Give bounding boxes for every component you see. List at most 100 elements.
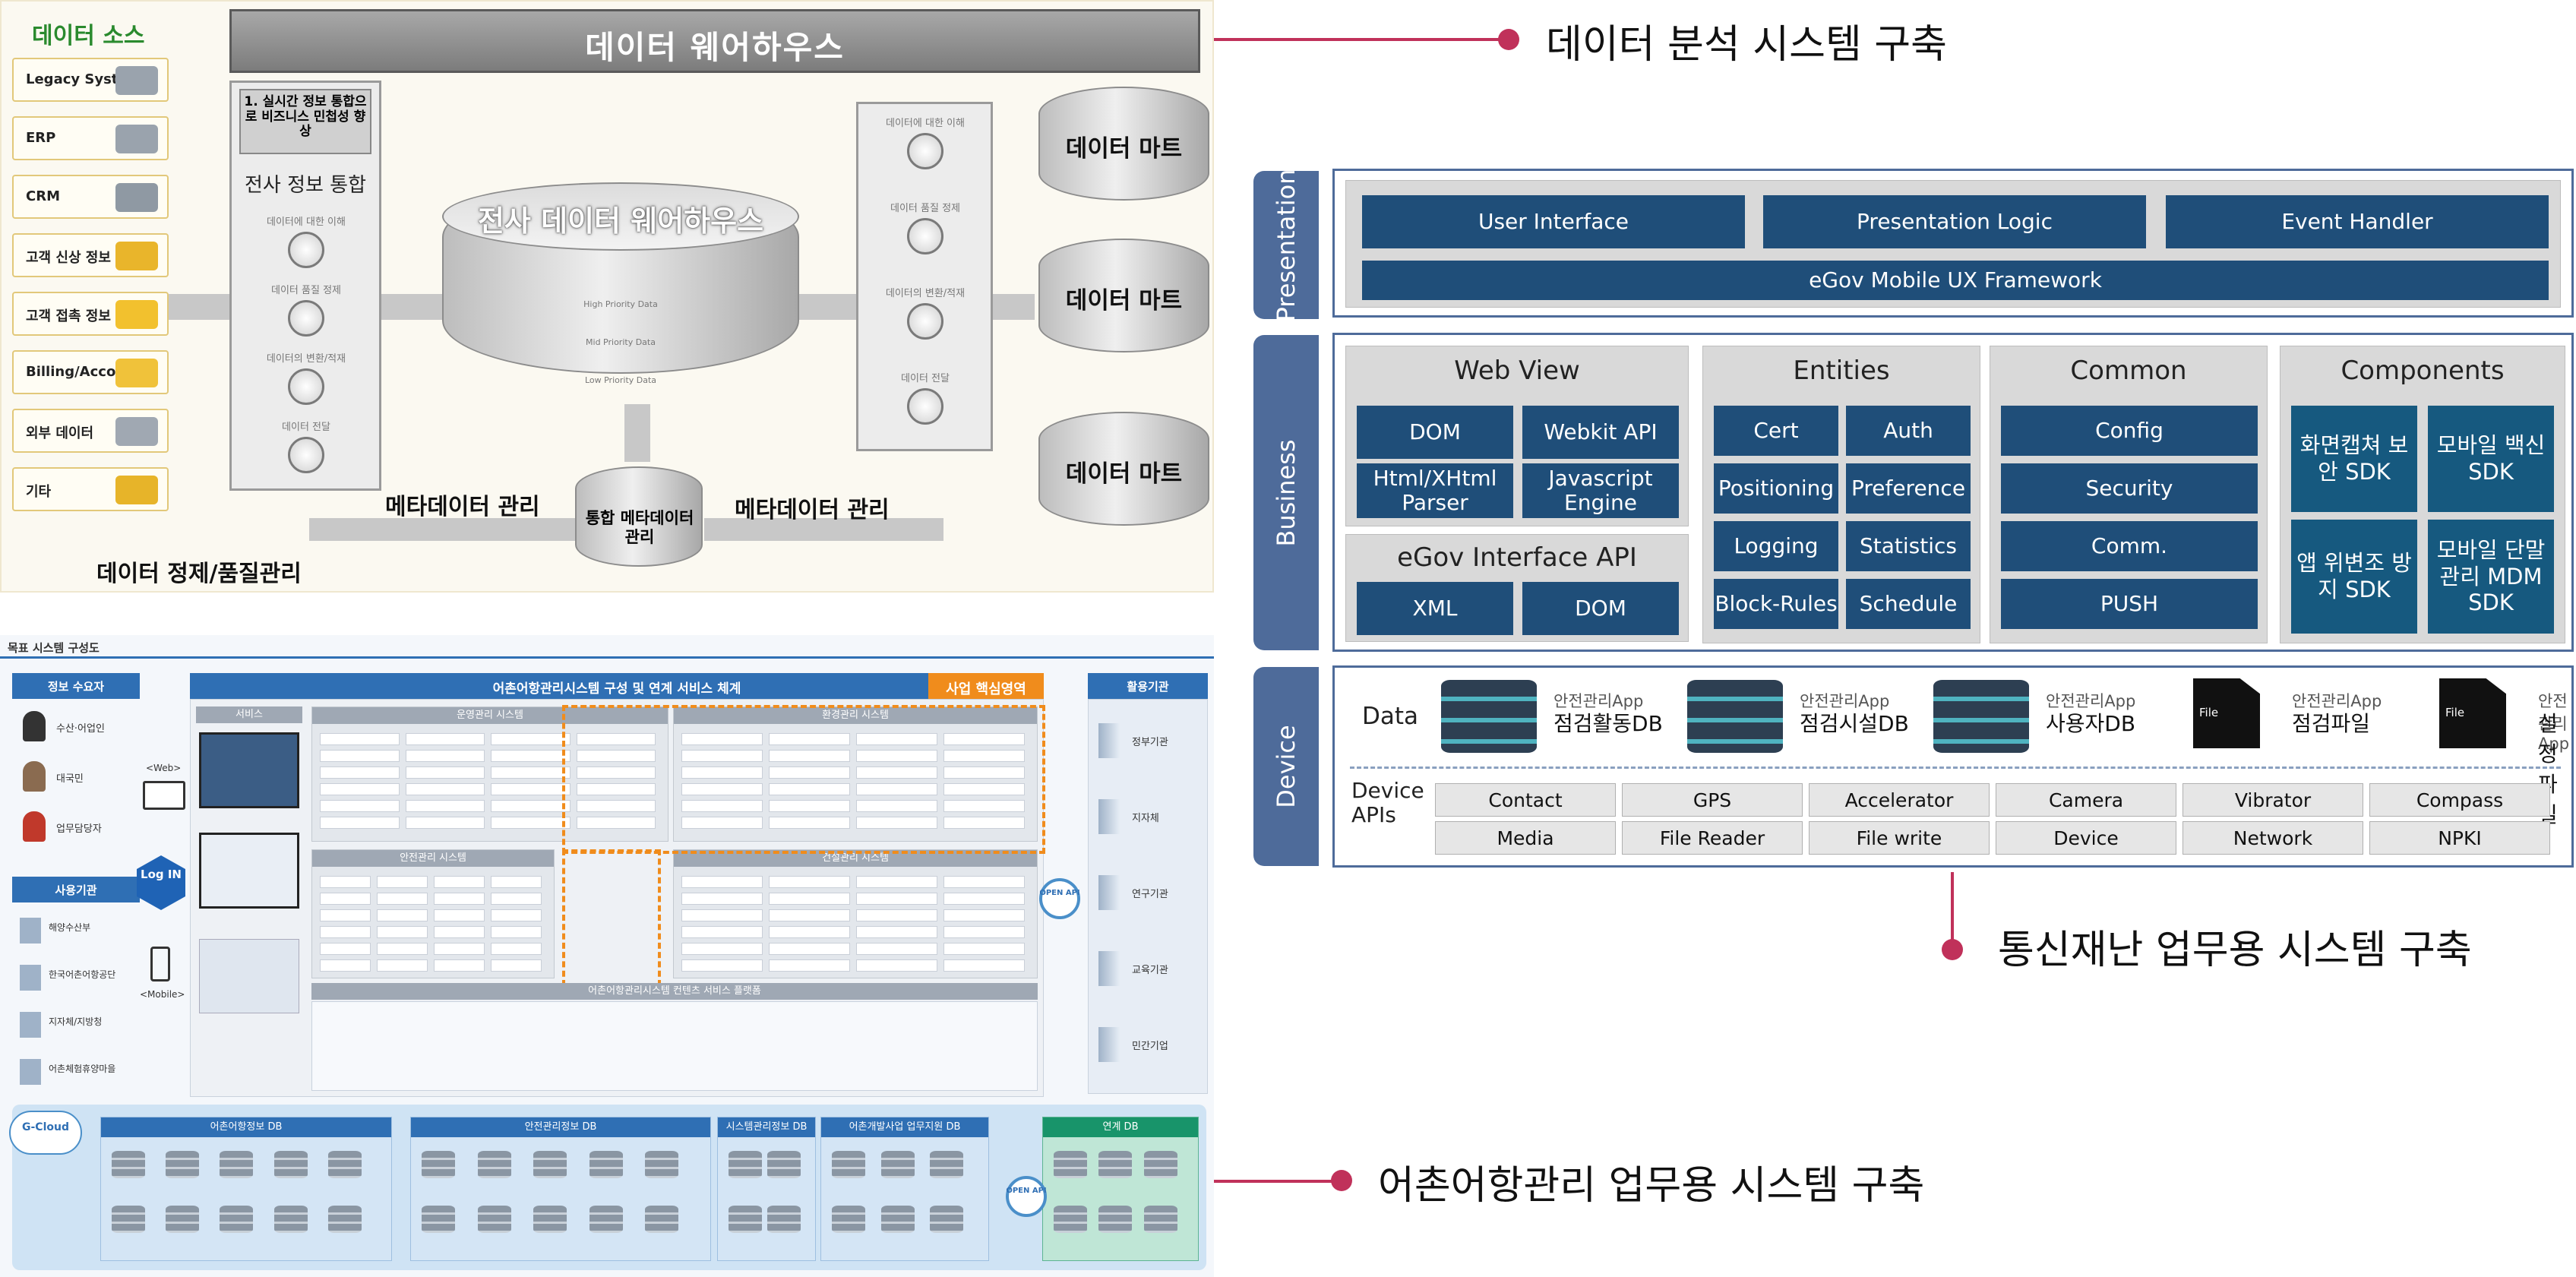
mini-database-icon [589, 1206, 623, 1233]
module-item [434, 893, 485, 905]
db-group: 연계 DB [1042, 1117, 1199, 1261]
meta-vertical-arrow [624, 404, 650, 462]
use-org-label: 정부기관 [1132, 737, 1168, 748]
mini-database-icon [477, 1151, 511, 1178]
person-icon [23, 711, 46, 741]
store-name-label: 점검파일 [2292, 711, 2371, 736]
module-item [576, 800, 656, 812]
mobile-icon [150, 947, 170, 981]
mini-database-icon [589, 1151, 623, 1178]
org-building-icon [20, 965, 41, 991]
use-org-label: 연구기관 [1132, 889, 1168, 900]
system-module: 운영관리 시스템 [311, 706, 668, 842]
data-mart-label: 데이터 마트 [1065, 135, 1183, 163]
use-org-label: 민간기업 [1132, 1041, 1168, 1052]
interface-api-title: eGov Interface API [1397, 542, 1637, 573]
callout-analysis: 데이터 분석 시스템 구축 [1546, 22, 1947, 68]
meta-db-label: 통합 메타데이터 관리 [585, 509, 694, 547]
source-item: Legacy System [12, 58, 169, 102]
module-item [769, 767, 850, 779]
db-group-header: 안전관리정보 DB [411, 1117, 710, 1137]
module-item [856, 800, 937, 812]
source-label: 고객 신상 정보 [26, 250, 111, 266]
data-mart-cylinder [1038, 239, 1209, 352]
system-title-bar [190, 673, 1044, 699]
source-item: CRM [12, 175, 169, 219]
html-parser-cell: Html/XHtml Parser [1357, 463, 1513, 518]
module-item [377, 959, 428, 972]
open-api-label: OPEN API [1039, 889, 1080, 897]
module-item [576, 750, 656, 762]
warehouse-banner: 데이터 웨어하우스 [229, 9, 1200, 73]
module-item [491, 926, 542, 938]
db-group: 어촌개발사업 업무지원 DB [820, 1117, 989, 1261]
module-item [681, 800, 763, 812]
process-step-label: 데이터에 대한 이해 [886, 118, 965, 129]
mini-database-icon [327, 1151, 362, 1178]
org-building-icon [20, 1012, 41, 1038]
device-apis-label: Device APIs [1351, 778, 1424, 828]
db-group-header: 시스템관리정보 DB [718, 1117, 815, 1137]
module-item [405, 783, 485, 795]
module-item [377, 926, 428, 938]
org-building-icon [20, 918, 41, 944]
module-item [320, 750, 400, 762]
db-group: 안전관리정보 DB [410, 1117, 711, 1261]
fish-caption-rule [0, 656, 1214, 659]
mini-database-icon [273, 1206, 308, 1233]
presentation-label: Presentation [1272, 169, 1301, 321]
mini-database-icon [1143, 1151, 1177, 1178]
module-item [320, 733, 400, 745]
process-gear-icon [288, 368, 324, 405]
info-users-header: 정보 수요자 [12, 673, 140, 699]
realtime-badge: 1. 실시간 정보 통합으로 비즈니스 민첩성 향상 [239, 89, 371, 154]
module-item [320, 767, 400, 779]
mini-database-icon [166, 1151, 200, 1178]
module-item [856, 876, 937, 888]
source-icon [115, 183, 158, 212]
module-item [491, 959, 542, 972]
module-item [943, 943, 1025, 955]
event-handler-cell: Event Handler [2166, 195, 2549, 248]
data-mart-label: 데이터 마트 [1065, 287, 1183, 315]
module-item [681, 893, 763, 905]
module-item [491, 800, 571, 812]
open-api-badge [1039, 878, 1080, 919]
module-item [769, 943, 850, 955]
use-org-icon [1098, 875, 1120, 910]
source-icon [115, 417, 158, 446]
module-item [943, 783, 1025, 795]
module-item [681, 767, 763, 779]
priority-low: Low Priority Data [584, 375, 657, 385]
layer-cell: Cert [1714, 406, 1838, 456]
module-item [943, 959, 1025, 972]
file-icon [2439, 678, 2506, 748]
meta-left-label: 메타데이터 관리 [385, 494, 540, 520]
module-item [491, 943, 542, 955]
mini-database-icon [729, 1206, 762, 1233]
module-item [434, 943, 485, 955]
store-app-label: 안전관리App [1800, 692, 1890, 710]
source-item: 기타 [12, 467, 169, 511]
sources-title: 데이터 소스 [32, 23, 145, 49]
module-item [405, 817, 485, 829]
login-hex [137, 855, 185, 910]
module-item [856, 909, 937, 921]
module-item [769, 783, 850, 795]
system-module-header: 환경관리 시스템 [674, 707, 1037, 724]
module-item [320, 783, 400, 795]
system-module: 건설관리 시스템 [673, 849, 1038, 978]
db-group-header: 연계 DB [1043, 1117, 1198, 1137]
module-item [681, 926, 763, 938]
store-app-label: 안전관리App [1554, 692, 1644, 710]
layer-cell: Logging [1714, 521, 1838, 571]
mini-database-icon [930, 1151, 964, 1178]
webkit-api-cell: Webkit API [1522, 406, 1679, 459]
anti-tamper-sdk-cell: 앱 위변조 방지 SDK [2291, 520, 2417, 634]
mini-database-icon [1143, 1206, 1177, 1233]
platform-header: 어촌어항관리시스템 컨텐츠 서비스 플랫폼 [311, 983, 1038, 1000]
layer-cell: Comm. [2001, 521, 2258, 571]
source-item: 고객 접촉 정보 [12, 292, 169, 336]
mini-database-icon [880, 1206, 915, 1233]
mini-database-icon [166, 1206, 200, 1233]
